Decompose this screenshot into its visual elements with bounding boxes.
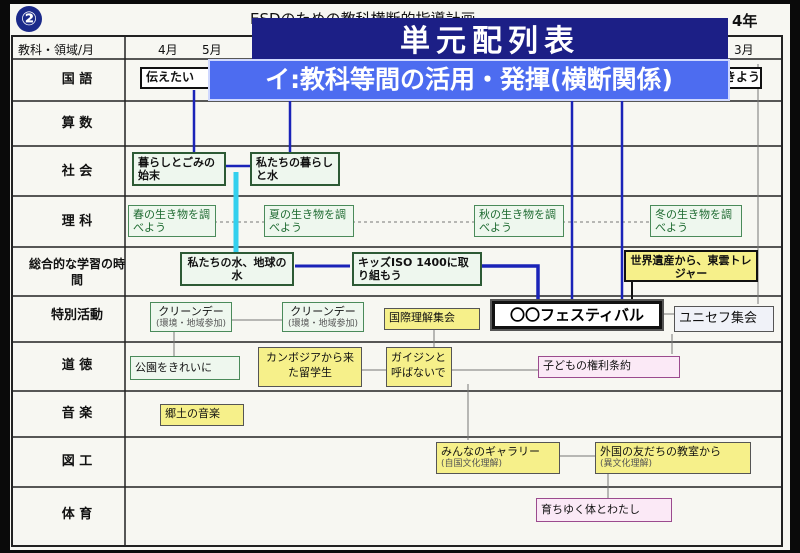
unit-tokkatsu-festival: 〇〇フェスティバル [490, 299, 664, 331]
row-label-zuko: 図 工 [61, 454, 93, 469]
unit-tokkatsu-2-note: (環境・地域参加) [287, 319, 359, 329]
unit-sogo-1: 私たちの水、地球の水 [180, 252, 294, 286]
unit-rika-3: 秋の生き物を調べよう [474, 205, 564, 237]
banner-main-title: 単元配列表 [252, 18, 728, 66]
slide: ② ESDのための教科横断的指導計画 4年 教科・領域/月 4月 5月 3月 国… [10, 4, 790, 550]
unit-sogo-2: キッズISO 1400に取り組もう [352, 252, 482, 286]
unit-zuko-2-note: (異文化理解) [600, 459, 653, 469]
unit-shakai-1: 暮らしとごみの始末 [132, 152, 226, 186]
unit-dotoku-2: カンボジアから来た留学生 [258, 347, 362, 387]
unit-zuko-1: みんなのギャラリー (自国文化理解) [436, 442, 560, 474]
unit-tokkatsu-2: クリーンデー (環境・地域参加) [282, 302, 364, 332]
unit-dotoku-4: 子どもの権利条約 [538, 356, 680, 378]
row-label-tokkatsu: 特別活動 [50, 308, 103, 323]
row-label-taiiku: 体 育 [61, 507, 93, 522]
banner-subtitle: イ:教科等間の活用・発揮(横断関係) [208, 59, 730, 101]
unit-tokkatsu-5: ユニセフ集会 [674, 306, 774, 332]
grid-lines [11, 35, 783, 547]
unit-tokkatsu-1-note: (環境・地域参加) [155, 319, 227, 329]
month-may: 5月 [202, 43, 222, 57]
unit-tokkatsu-2-title: クリーンデー [290, 305, 356, 318]
unit-zuko-2-title: 外国の友だちの教室から [600, 445, 721, 458]
slide-number-badge: ② [16, 6, 42, 32]
unit-ongaku-1: 郷土の音楽 [160, 404, 244, 426]
row-label-dotoku: 道 徳 [61, 358, 93, 373]
row-label-kokugo: 国 語 [61, 72, 93, 87]
unit-rika-1: 春の生き物を調べよう [128, 205, 216, 237]
row-label-sansu: 算 数 [61, 116, 93, 131]
unit-zuko-1-title: みんなのギャラリー [441, 445, 540, 458]
grade-label: 4年 [732, 12, 758, 30]
unit-kokugo-1: 伝えたい [140, 67, 222, 89]
row-label-sogo: 総合的な学習の時間 [28, 257, 125, 287]
unit-dotoku-3: ガイジンと呼ばないで [386, 347, 452, 387]
row-label-ongaku: 音 楽 [61, 406, 93, 421]
unit-zuko-1-note: (自国文化理解) [441, 459, 503, 469]
unit-dotoku-1: 公園をきれいに [130, 356, 240, 380]
unit-rika-2: 夏の生き物を調べよう [264, 205, 354, 237]
row-label-rika: 理 科 [61, 214, 93, 229]
month-april: 4月 [158, 43, 178, 57]
unit-tokkatsu-3: 国際理解集会 [384, 308, 480, 330]
row-label-shakai: 社 会 [61, 164, 93, 179]
unit-taiiku-1: 育ちゆく体とわたし [536, 498, 672, 522]
unit-sogo-3: 世界遺産から、東雲トレジャー [624, 250, 758, 282]
unit-tokkatsu-1-title: クリーンデー [158, 305, 224, 318]
month-march: 3月 [734, 43, 754, 57]
subject-column-header: 教科・領域/月 [18, 43, 95, 57]
unit-rika-4: 冬の生き物を調べよう [650, 205, 742, 237]
unit-shakai-2: 私たちの暮らしと水 [250, 152, 340, 186]
unit-zuko-2: 外国の友だちの教室から (異文化理解) [595, 442, 751, 474]
unit-tokkatsu-1: クリーンデー (環境・地域参加) [150, 302, 232, 332]
